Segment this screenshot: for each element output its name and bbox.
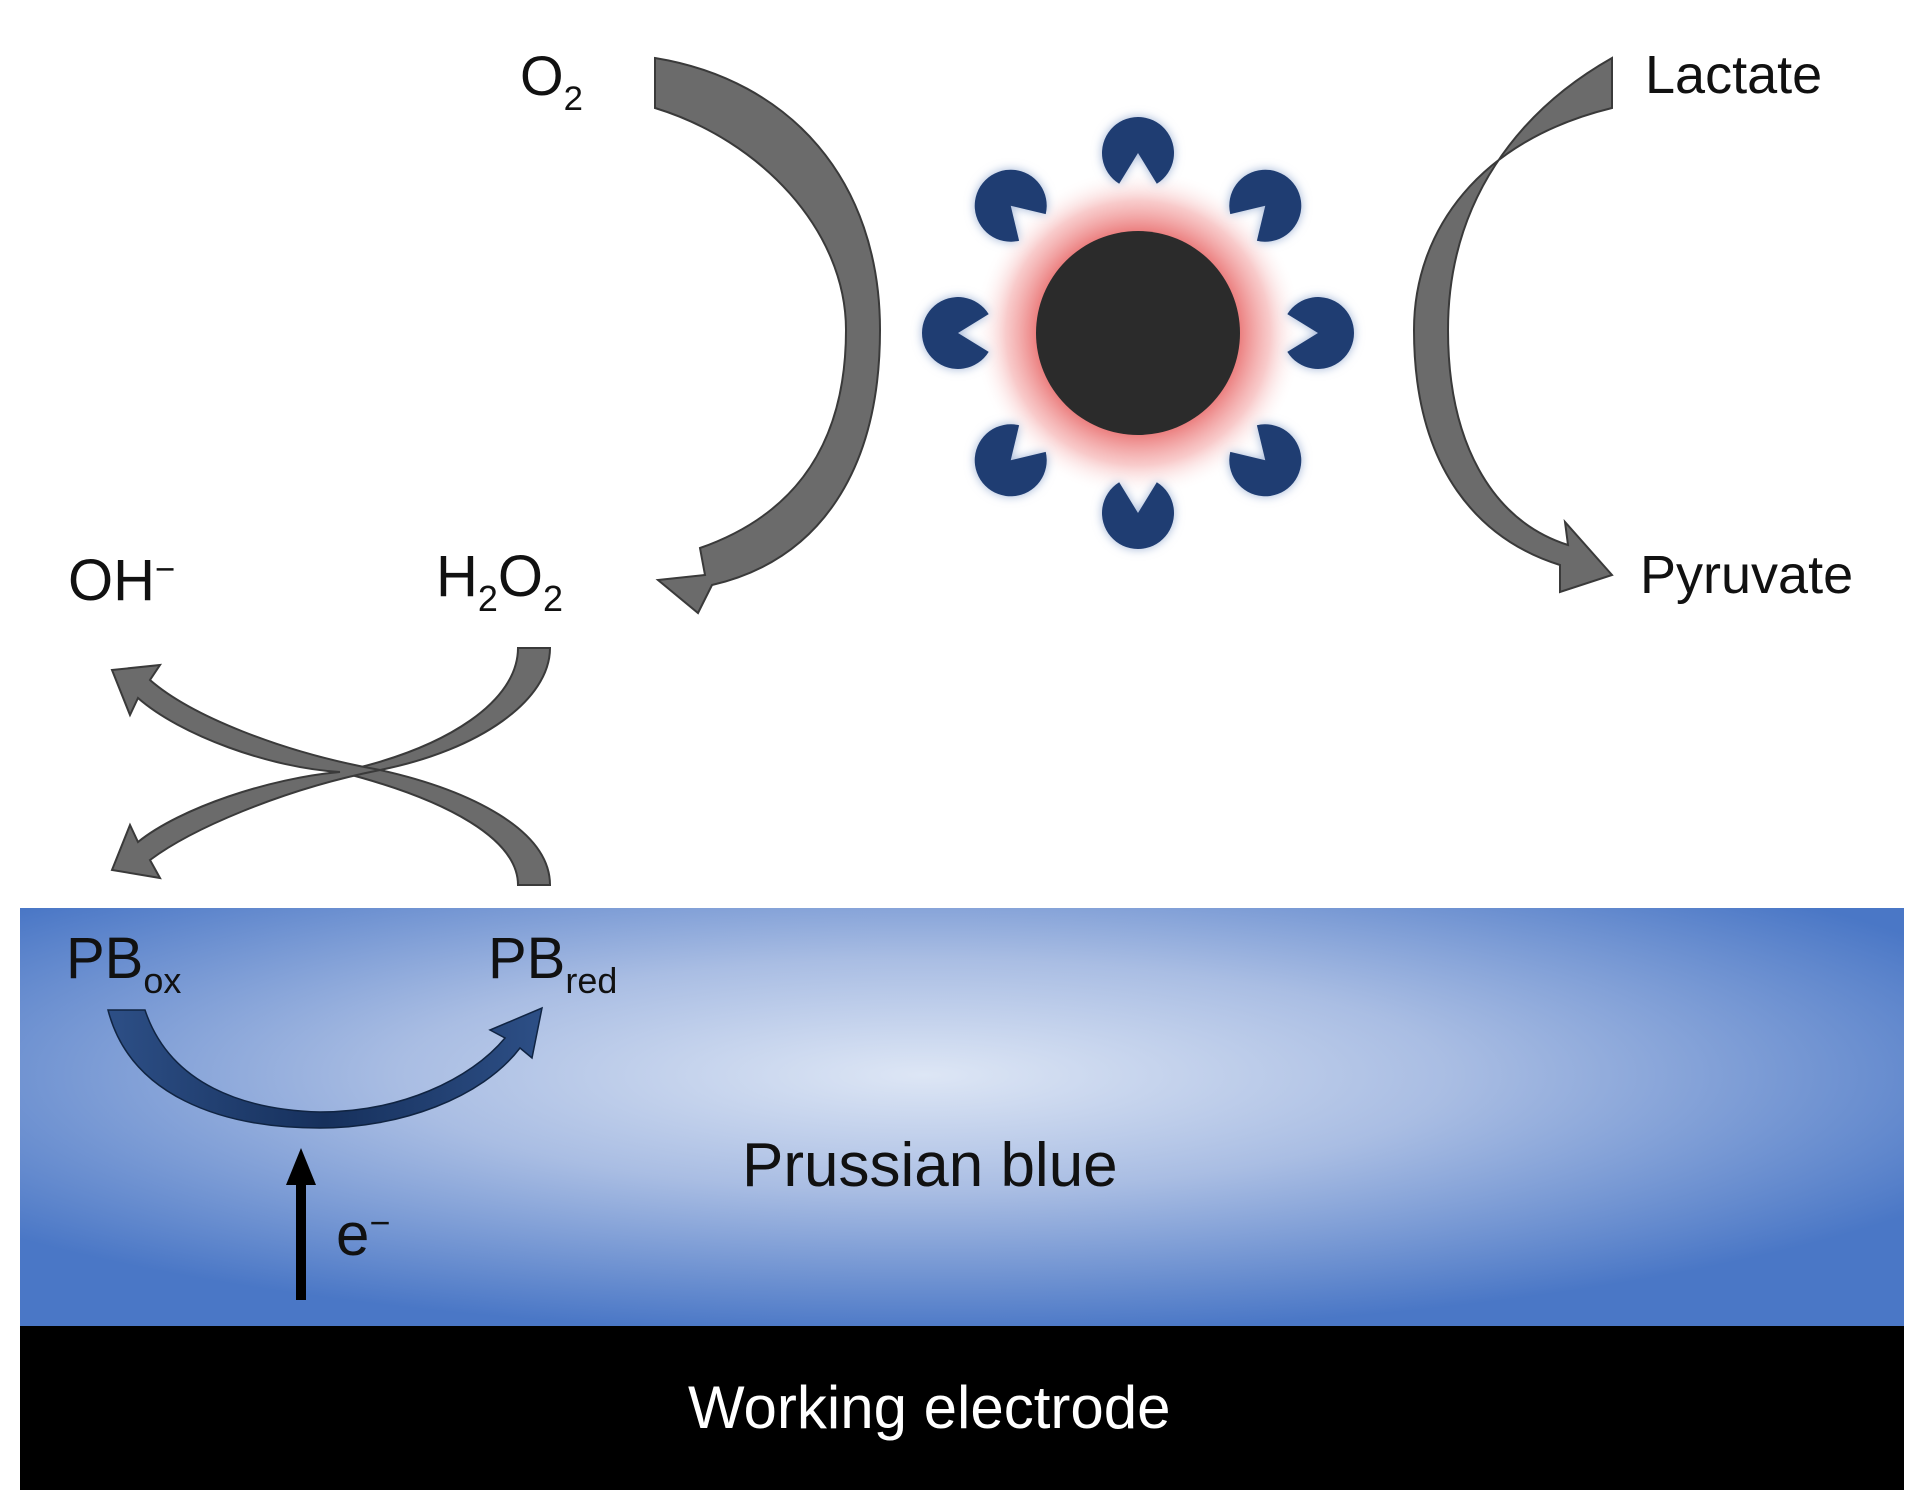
h2o2-sub1: 2 bbox=[477, 578, 498, 620]
pyruvate-label: Pyruvate bbox=[1640, 545, 1854, 605]
oh-label: OH− bbox=[68, 552, 175, 610]
pbox-base: PB bbox=[66, 926, 144, 991]
pbox-label: PBox bbox=[66, 930, 181, 999]
enzyme-shape bbox=[1229, 424, 1302, 497]
h2o2-h: H bbox=[436, 544, 478, 609]
enzyme-shape bbox=[1101, 117, 1174, 184]
pbox-sub: ox bbox=[143, 960, 182, 1002]
electron-label: e− bbox=[336, 1205, 390, 1265]
enzyme-shape bbox=[1229, 169, 1302, 242]
pbred-sub: red bbox=[565, 960, 618, 1002]
o2-sub: 2 bbox=[563, 79, 583, 118]
lactate-label: Lactate bbox=[1645, 45, 1823, 105]
enzyme-shape bbox=[1287, 297, 1354, 369]
pbred-base: PB bbox=[488, 926, 566, 991]
pbox-to-pbred-arc bbox=[107, 1006, 544, 1129]
h2o2-o: O bbox=[497, 544, 544, 609]
oh-sup: − bbox=[155, 549, 176, 589]
nanoparticle-core bbox=[1036, 231, 1240, 435]
o2-base: O bbox=[520, 44, 564, 107]
h2o2-label: H2O2 bbox=[436, 548, 563, 617]
o2-to-h2o2-arrow bbox=[654, 56, 882, 615]
nanoparticle-enzyme-complex bbox=[922, 117, 1354, 549]
h2o2-sub2: 2 bbox=[543, 578, 564, 620]
electron-sup: − bbox=[369, 1202, 391, 1244]
enzyme-shape bbox=[922, 297, 989, 369]
pbox-to-oh-arrow bbox=[110, 663, 381, 880]
o2-label: O2 bbox=[520, 48, 583, 116]
enzyme-shape bbox=[1102, 482, 1174, 549]
working-electrode-label: Working electrode bbox=[688, 1374, 1171, 1441]
electron-base: e bbox=[336, 1201, 370, 1268]
enzyme-shape bbox=[974, 424, 1047, 497]
pbred-label: PBred bbox=[488, 930, 617, 999]
lactate-to-pyruvate-arrow bbox=[1412, 56, 1614, 594]
enzyme-shape bbox=[974, 169, 1047, 242]
electron-arrow-head bbox=[286, 1148, 316, 1185]
working-electrode-layer bbox=[20, 1326, 1904, 1490]
h2o2-to-pbred-arrow bbox=[339, 647, 552, 886]
prussian-blue-label: Prussian blue bbox=[742, 1131, 1118, 1200]
oh-base: OH bbox=[68, 548, 155, 613]
